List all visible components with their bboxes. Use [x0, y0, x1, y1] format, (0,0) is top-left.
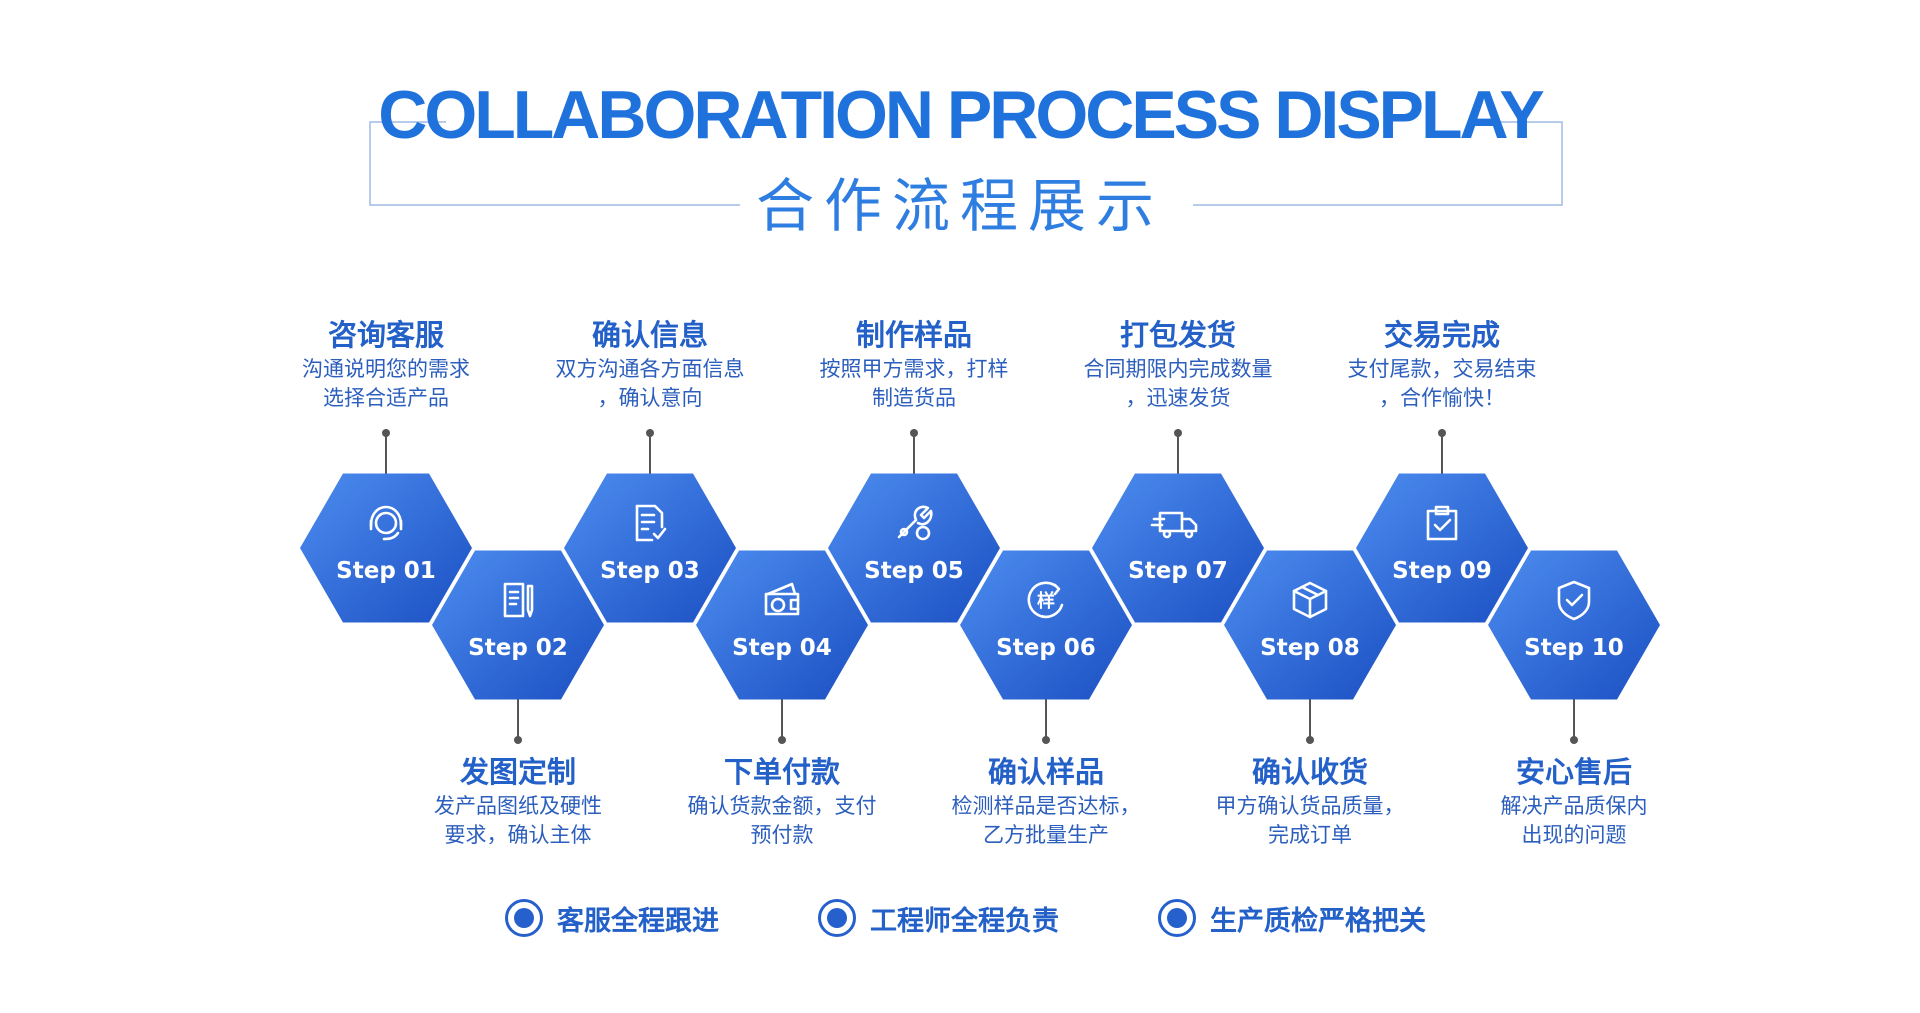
- step-description: 发产品图纸及硬性 要求，确认主体: [434, 794, 602, 847]
- connector-dot: [910, 429, 918, 437]
- customer-service-headset-icon: [369, 505, 403, 541]
- step-description: 双方沟通各方面信息 ，确认意向: [555, 357, 745, 410]
- hexagon-shape: [300, 473, 472, 623]
- hexagon-shape: [564, 473, 736, 623]
- step-label: Step 03: [600, 558, 700, 584]
- step-text-04: 下单付款确认货款金额，支付 预付款: [652, 752, 912, 850]
- connector-dot: [1306, 736, 1314, 744]
- step-hexagon-09: Step 09: [1356, 473, 1528, 623]
- step-label: Step 02: [468, 635, 568, 661]
- step-text-02: 发图定制发产品图纸及硬性 要求，确认主体: [388, 752, 648, 850]
- hexagon-shape: [432, 550, 604, 700]
- delivery-truck-icon: [1150, 511, 1198, 539]
- step-hexagon-03: Step 03: [564, 473, 736, 623]
- connector-dot: [1438, 429, 1446, 437]
- connector-dot: [646, 429, 654, 437]
- step-hexagon-04: Step 04: [696, 550, 868, 700]
- step-text-10: 安心售后解决产品质保内 出现的问题: [1444, 752, 1704, 850]
- step-text-07: 打包发货合同期限内完成数量 ，迅速发货: [1048, 315, 1308, 413]
- step-title: 制作样品: [855, 318, 972, 352]
- step-text-01: 咨询客服沟通说明您的需求 选择合适产品: [256, 315, 516, 413]
- step-label: Step 01: [336, 558, 436, 584]
- step-hexagon-08: Step 08: [1224, 550, 1396, 700]
- step-title: 交易完成: [1383, 318, 1500, 352]
- step-description: 甲方确认货品质量， 完成订单: [1215, 794, 1405, 847]
- badge-label: 客服全程跟进: [557, 905, 719, 937]
- hexagon-shape: [1224, 550, 1396, 700]
- badge-quality-check: 生产质检严格把关: [1158, 890, 1426, 946]
- hexagon-shape: [696, 550, 868, 700]
- badge-engineer: 工程师全程负责: [818, 890, 1059, 946]
- connector-dot: [382, 429, 390, 437]
- step-hexagon-05: Step 05: [828, 473, 1000, 623]
- badge-label: 工程师全程负责: [870, 905, 1059, 937]
- step-description: 合同期限内完成数量 ，迅速发货: [1083, 357, 1273, 410]
- sample-refresh-icon: [1027, 581, 1064, 619]
- hexagon-shape: [960, 550, 1132, 700]
- header-frame: [369, 121, 1563, 206]
- hexagon-shape: [828, 473, 1000, 623]
- step-description: 解决产品质保内 出现的问题: [1500, 794, 1648, 847]
- hexagon-group: Step 01 Step 02 Step 03 Step 04 Step 05 样 Step…: [300, 473, 1660, 700]
- badge-label: 生产质检严格把关: [1210, 905, 1426, 937]
- radio-dot-icon: [505, 899, 543, 937]
- step-hexagon-02: Step 02: [432, 550, 604, 700]
- step-title: 发图定制: [459, 755, 576, 789]
- radio-dot-icon: [818, 899, 856, 937]
- connector-dot: [1042, 736, 1050, 744]
- step-description: 按照甲方需求，打样 制造货品: [819, 357, 1009, 410]
- step-text-06: 确认样品检测样品是否达标， 乙方批量生产: [916, 752, 1176, 850]
- hexagon-shape: [1092, 473, 1264, 623]
- step-title: 安心售后: [1515, 755, 1632, 789]
- hexagon-shape: [1356, 473, 1528, 623]
- package-box-icon: [1292, 581, 1328, 619]
- step-text-05: 制作样品按照甲方需求，打样 制造货品: [784, 315, 1044, 413]
- connector-dot: [1570, 736, 1578, 744]
- step-label: Step 06: [996, 635, 1096, 661]
- connector-dot: [778, 736, 786, 744]
- step-description: 确认货款金额，支付 预付款: [687, 794, 877, 847]
- connector-dot: [1174, 429, 1182, 437]
- step-description: 检测样品是否达标， 乙方批量生产: [951, 794, 1141, 847]
- badge-customer-service: 客服全程跟进: [505, 890, 719, 946]
- feature-badges: 客服全程跟进 工程师全程负责 生产质检严格把关: [0, 890, 1920, 946]
- step-title: 确认信息: [591, 318, 708, 352]
- step-title: 确认收货: [1251, 755, 1368, 789]
- sample-char: 样: [1037, 590, 1055, 612]
- step-title: 确认样品: [987, 755, 1104, 789]
- step-title: 下单付款: [723, 755, 840, 789]
- step-hexagon-10: Step 10: [1488, 550, 1660, 700]
- step-hexagon-07: Step 07: [1092, 473, 1264, 623]
- step-label: Step 09: [1392, 558, 1492, 584]
- step-label: Step 04: [732, 635, 832, 661]
- step-text-03: 确认信息双方沟通各方面信息 ，确认意向: [520, 315, 780, 413]
- radio-dot-icon: [1158, 899, 1196, 937]
- hexagon-shape: [1488, 550, 1660, 700]
- document-check-icon: [635, 504, 667, 542]
- wrench-icon: [897, 505, 933, 541]
- step-title: 咨询客服: [327, 318, 444, 352]
- step-label: Step 07: [1128, 558, 1228, 584]
- document-pen-icon: [503, 582, 534, 618]
- step-label: Step 08: [1260, 635, 1360, 661]
- step-text-09: 交易完成支付尾款，交易结束 ，合作愉快！: [1312, 315, 1572, 413]
- page-title-english: COLLABORATION PROCESS DISPLAY: [378, 77, 1545, 153]
- step-title: 打包发货: [1119, 318, 1236, 352]
- clipboard-check-icon: [1426, 505, 1458, 541]
- wallet-icon: [764, 582, 800, 616]
- step-description: 支付尾款，交易结束 ，合作愉快！: [1347, 357, 1537, 410]
- step-description: 沟通说明您的需求 选择合适产品: [302, 357, 470, 410]
- step-text-08: 确认收货甲方确认货品质量， 完成订单: [1180, 752, 1440, 850]
- step-hexagon-01: Step 01: [300, 473, 472, 623]
- connector-dot: [514, 736, 522, 744]
- connector-lines: [382, 429, 1578, 744]
- step-label: Step 10: [1524, 635, 1624, 661]
- shield-check-icon: [1557, 580, 1591, 621]
- step-label: Step 05: [864, 558, 964, 584]
- page-title-chinese: 合作流程展示: [755, 172, 1164, 240]
- step-hexagon-06: 样 Step 06: [960, 550, 1132, 700]
